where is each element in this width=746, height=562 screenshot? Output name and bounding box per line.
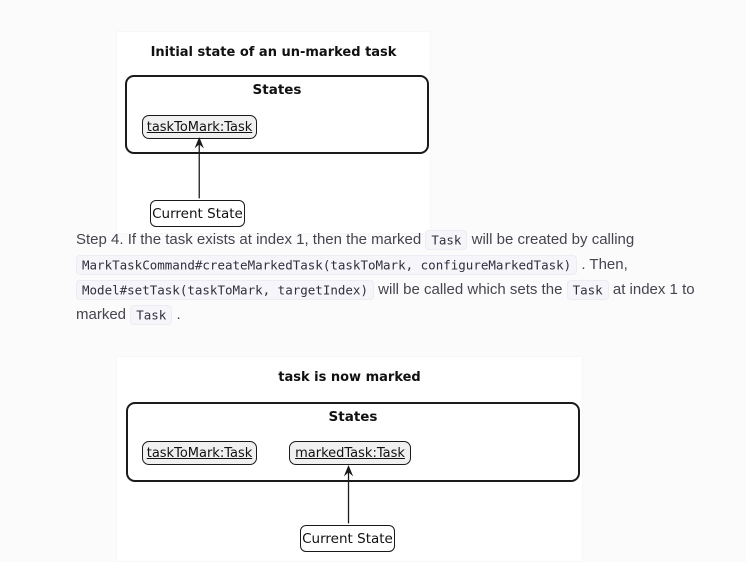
diagram-task-marked: task is now marked States taskToMark:Tas… — [116, 356, 583, 562]
inline-code: MarkTaskCommand#createMarkedTask(taskToM… — [76, 254, 578, 275]
paragraph-line: MarkTaskCommand#createMarkedTask(taskToM… — [76, 252, 746, 277]
states-container-label: States — [252, 82, 302, 98]
object-tasktomark: taskToMark:Task — [142, 441, 257, 465]
step-text: will be called which sets the — [373, 281, 567, 298]
inline-code: Model#setTask(taskToMark, targetIndex) — [76, 279, 374, 300]
paragraph-line: Step 4. If the task exists at index 1, t… — [76, 227, 746, 252]
inline-code: Task — [130, 304, 173, 325]
states-container: States taskToMark:Task markedTask:Task — [126, 402, 580, 482]
step-text: . — [172, 306, 181, 323]
inline-code: Task — [425, 229, 468, 250]
paragraph-line: Model#setTask(taskToMark, targetIndex) w… — [76, 277, 746, 302]
object-tasktomark: taskToMark:Task — [142, 115, 257, 139]
current-state-pointer: Current State — [300, 525, 395, 552]
step-text: at index 1 to — [608, 281, 695, 298]
inline-code: Task — [566, 279, 609, 300]
step-text: marked — [76, 306, 131, 323]
object-markedtask: markedTask:Task — [289, 441, 411, 465]
step-paragraph: Step 4. If the task exists at index 1, t… — [76, 227, 746, 327]
step-text: will be created by calling — [467, 231, 635, 248]
states-container-label: States — [328, 409, 378, 425]
paragraph-line: marked Task . — [76, 302, 746, 327]
states-container: States taskToMark:Task — [125, 75, 429, 154]
diagram-initial-state: Initial state of an un-marked task State… — [116, 31, 431, 234]
step-text: . Then, — [577, 256, 628, 273]
diagram-title: Initial state of an un-marked task — [150, 45, 397, 60]
step-text: Step 4. If the task exists at index 1, t… — [76, 231, 426, 248]
diagram-title: task is now marked — [278, 370, 421, 385]
current-state-pointer: Current State — [150, 200, 245, 227]
